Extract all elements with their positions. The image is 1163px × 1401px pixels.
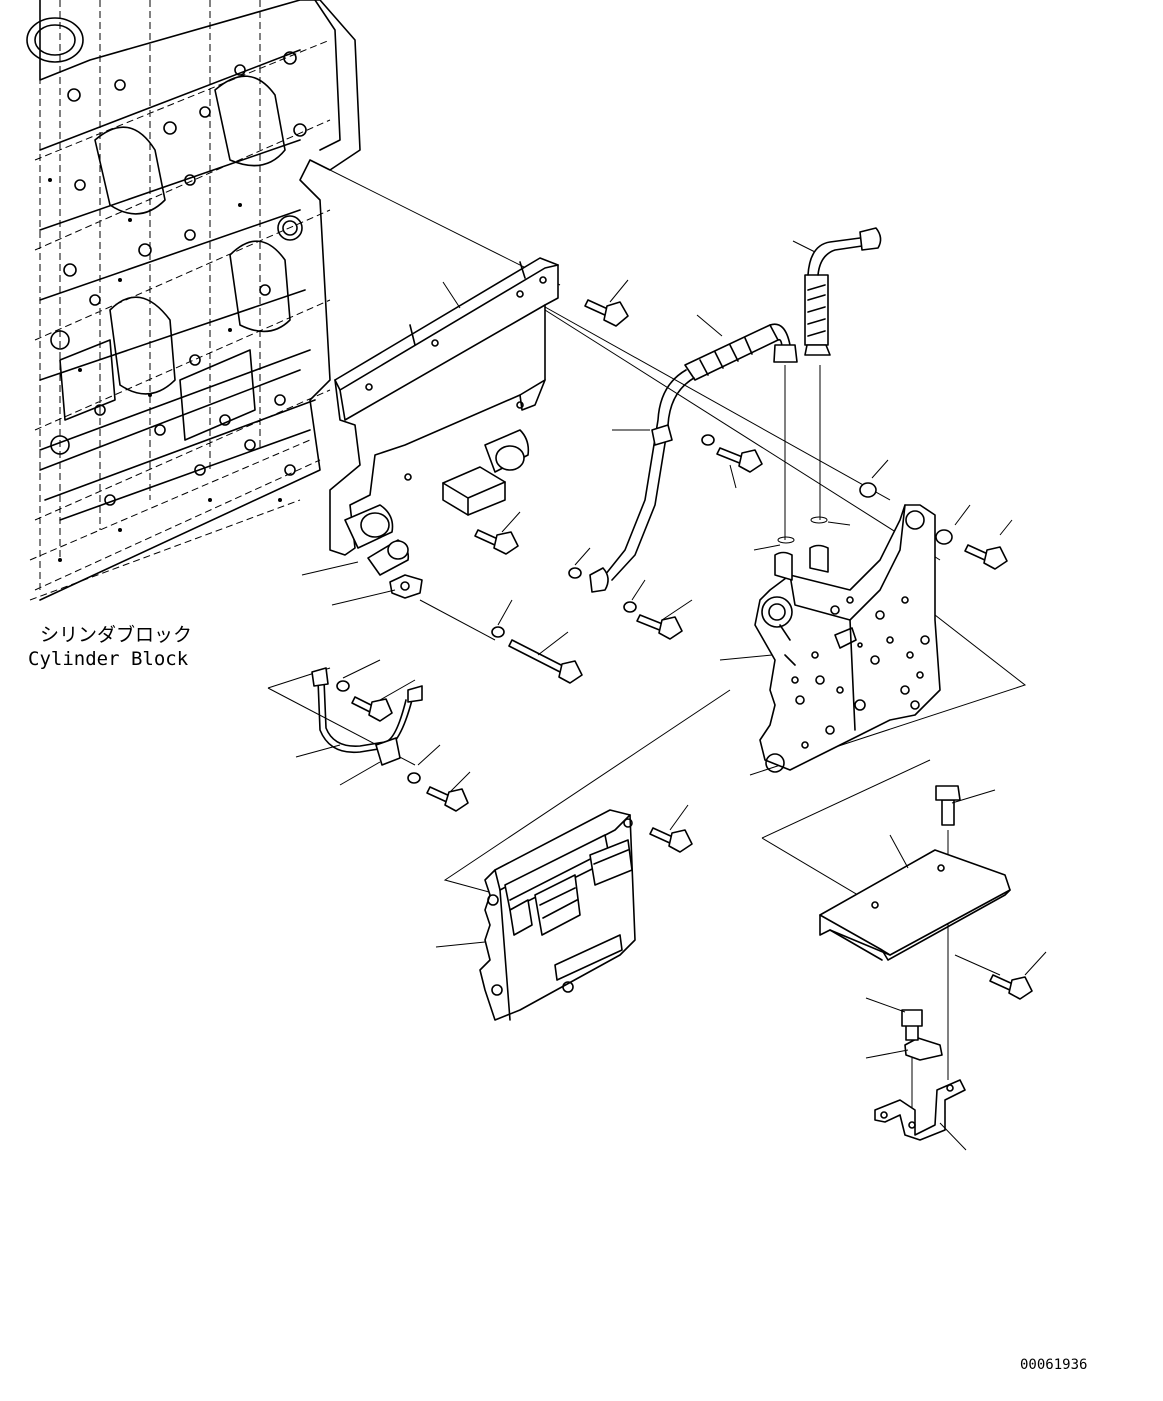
ground-strap-wire: [311, 667, 423, 766]
vertical-bolt: [935, 785, 961, 826]
bolt: [649, 827, 693, 853]
bolt: [964, 544, 1008, 570]
bolt: [989, 974, 1033, 1000]
washer: [935, 529, 953, 545]
washer: [491, 626, 505, 638]
hoses-and-tubes: [589, 227, 882, 593]
washer: [623, 601, 637, 613]
callout-leader-lines: [295, 240, 1047, 1151]
cover-plate: [819, 849, 1011, 961]
bolts: [336, 299, 1033, 1041]
bolt: [636, 614, 683, 640]
engine-controller-ecu: [479, 809, 636, 1021]
o-ring: [810, 516, 828, 524]
washer: [859, 482, 877, 498]
washer: [568, 567, 582, 579]
cylinder-block: [26, 0, 361, 601]
cylinder-block-en-label: Cylinder Block: [28, 648, 189, 670]
valve-body-block: [754, 504, 941, 773]
long-bolt: [508, 639, 583, 684]
cylinder-block-jp-label: シリンダブロック: [40, 623, 192, 646]
bolt: [474, 529, 519, 555]
drawing-number: 00061936: [1020, 1357, 1087, 1373]
bolt: [351, 696, 393, 722]
bolt: [426, 786, 469, 812]
washer: [407, 772, 421, 784]
washer: [701, 434, 715, 446]
washer: [336, 680, 350, 692]
lower-bracket: [874, 1079, 966, 1141]
mounting-bracket-plate: [329, 257, 559, 576]
o-ring: [777, 536, 795, 544]
socket-bolt: [901, 1009, 923, 1041]
bolt: [716, 447, 763, 473]
bolt: [584, 299, 629, 327]
